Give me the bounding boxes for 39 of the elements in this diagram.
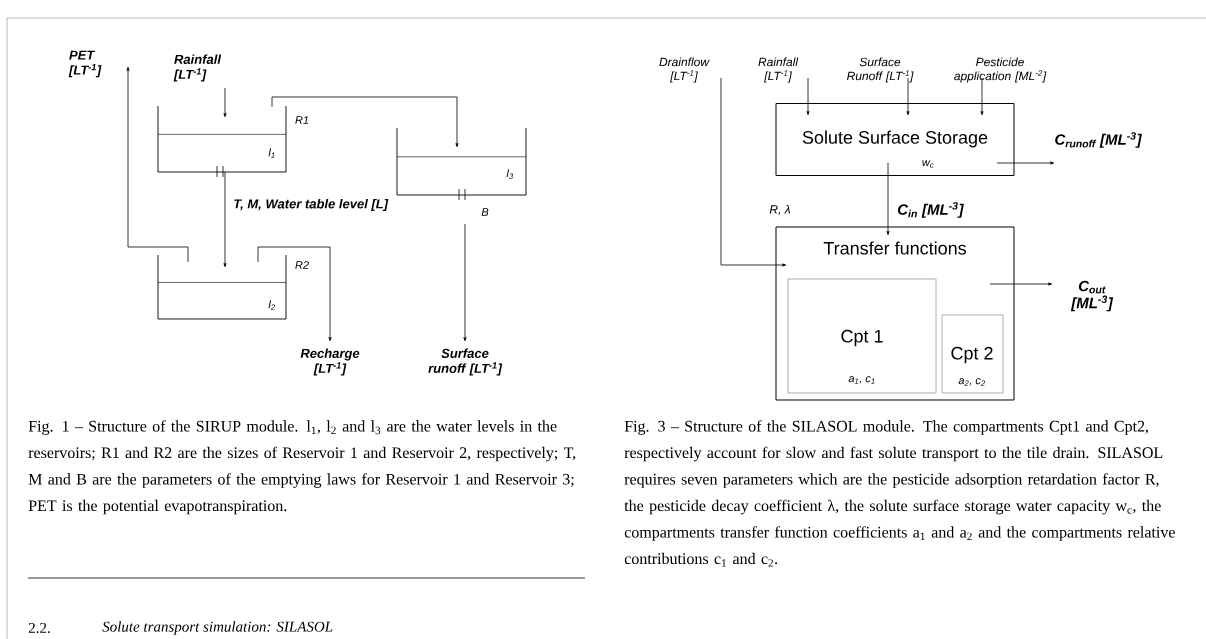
reservoir-tank: l$_{2}$ bbox=[157, 254, 287, 320]
reservoir-label: R2 bbox=[295, 261, 309, 269]
flow-label: Surface Runoff [LT$^{-1}$] bbox=[847, 57, 914, 83]
process-box: Cpt 2 a$_{2}$, c$_{2}$ bbox=[941, 314, 1004, 394]
flow-label: C$_{out}$ [ML$^{-3}$] bbox=[1070, 280, 1114, 312]
reservoir-tank: l$_{3}$ bbox=[396, 127, 527, 201]
arrow bbox=[886, 162, 890, 236]
arrow bbox=[989, 282, 1053, 286]
arrow bbox=[720, 77, 787, 267]
arrow bbox=[463, 223, 467, 342]
edge-label: T, M, Water table level [L] bbox=[232, 197, 390, 213]
section-number: 2.2. bbox=[28, 622, 50, 634]
reservoir-tank: l$_{1}$ bbox=[157, 105, 287, 178]
arrow bbox=[223, 87, 227, 118]
flow-label: Pesticide application [ML$^{-2}$] bbox=[954, 57, 1047, 83]
arrow bbox=[980, 77, 984, 116]
flow-label: Drainflow [LT$^{-1}$] bbox=[659, 57, 710, 83]
arrow bbox=[126, 66, 189, 263]
reservoir-label: R1 bbox=[295, 116, 309, 124]
arrow bbox=[806, 77, 810, 116]
edge-label: C$_{in}$ [ML$^{-3}$] bbox=[896, 201, 965, 219]
arrow bbox=[906, 77, 910, 116]
arrow bbox=[996, 161, 1055, 165]
parameter-label: R, λ bbox=[769, 204, 790, 216]
flow-label: Rainfall [LT$^{-1}$] bbox=[758, 57, 799, 83]
section-heading: Solute transport simulation: SILASOL bbox=[102, 621, 333, 635]
flow-label: Surface runoff [LT$^{-1}$] bbox=[428, 348, 503, 376]
process-box: Cpt 1 a$_{1}$, c$_{1}$ bbox=[787, 278, 937, 394]
reservoir-label: B bbox=[481, 208, 489, 216]
flow-label: Recharge [LT$^{-1}$] bbox=[300, 348, 360, 376]
flow-label: C$_{runoff}$ [ML$^{-3}$] bbox=[1055, 132, 1142, 148]
figure-caption: Fig. 3 – Structure of the SILASOL module. The compartments Cpt1 and Cpt2, respectively account for slow and fast solute transport to the tile drain. SILASOL requires seven parameters which are the pesticide adsorption retardation factor R, the pesticide decay coefficient λ, the solute surface storage water capacity w$_{c}$, the compartments transfer function coefficients a$_{1}$ and a$_{2}$ and the compartments relative contributions c$_{1}$ and c$_{2}$. bbox=[624, 420, 1175, 567]
arrow bbox=[223, 171, 227, 268]
flow-label: Rainfall [LT$^{-1}$] bbox=[173, 54, 222, 82]
process-box: Solute Surface Storage w$_{c}$ bbox=[775, 103, 1015, 176]
figure-caption: Fig. 1 – Structure of the SIRUP module. l$_{1}$, l$_{2}$ and l$_{3}$ are the water levels in the reservoirs; R1 and R2 are the sizes of Reservoir 1 and Reservoir 2, respectively; T, M and B are the parameters of the emptying laws for Reservoir 1 and Reservoir 3; PET is the potential evapotranspiration. bbox=[28, 420, 576, 515]
flow-label: PET [LT$^{-1}$] bbox=[68, 50, 102, 78]
arrow bbox=[257, 246, 332, 342]
arrow bbox=[271, 96, 459, 148]
